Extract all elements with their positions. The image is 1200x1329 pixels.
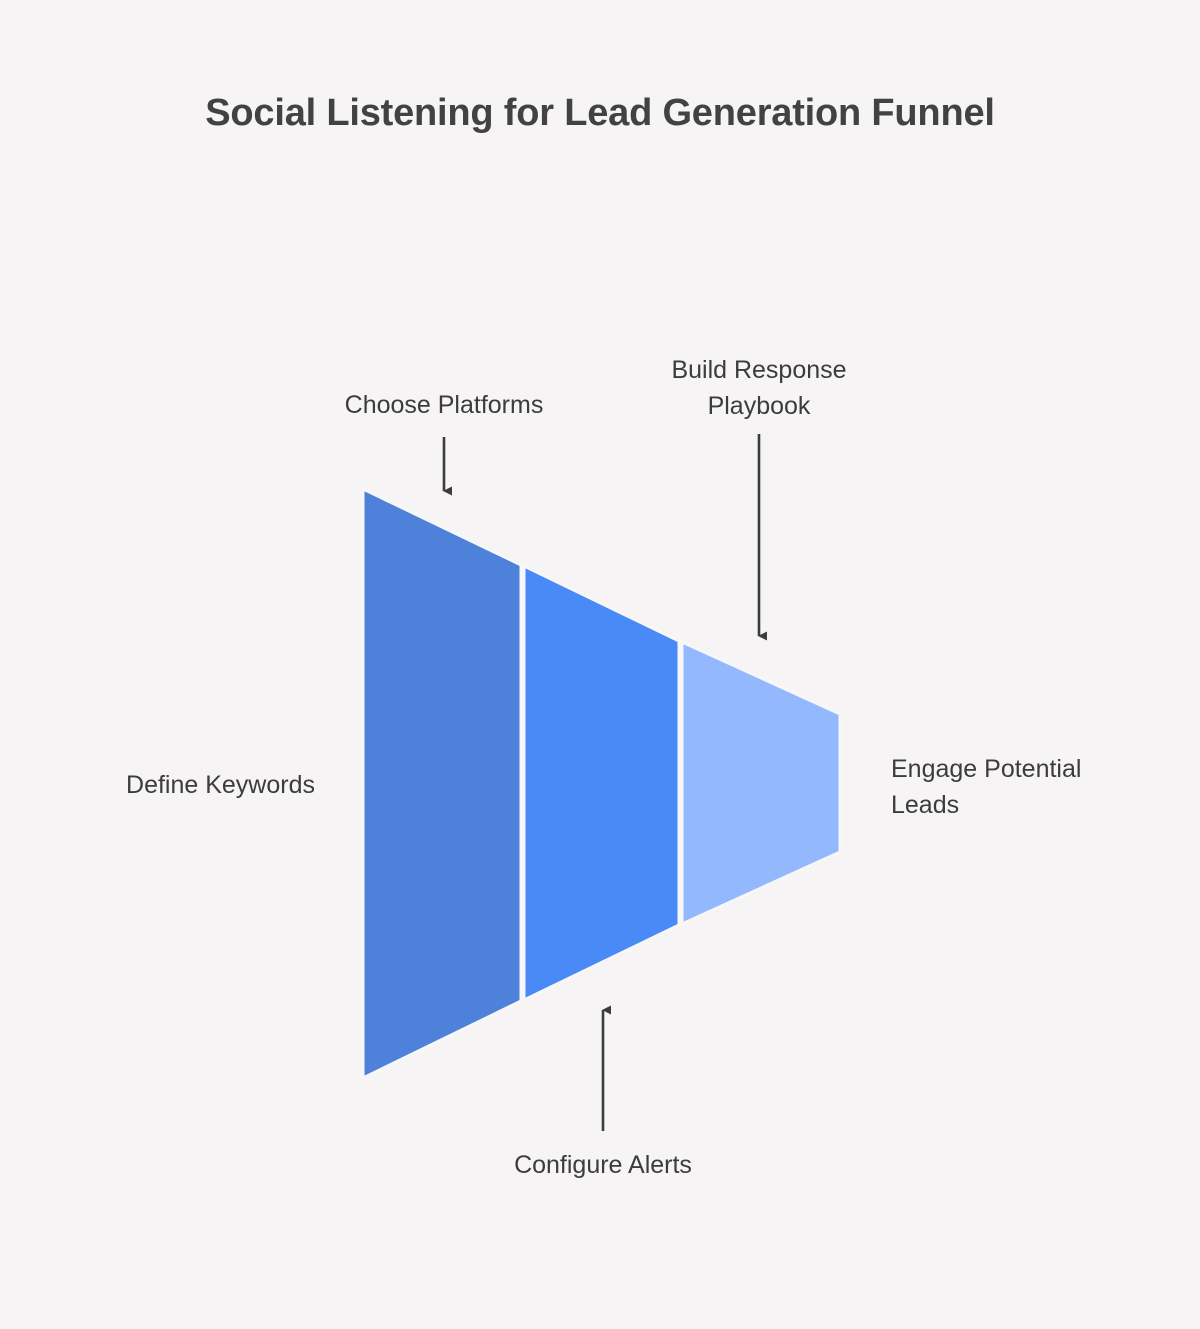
funnel-segment-2 — [522, 563, 681, 1003]
funnel-segment-3 — [680, 639, 842, 927]
funnel-segment-1 — [361, 486, 523, 1081]
page-title: Social Listening for Lead Generation Fun… — [205, 92, 995, 134]
funnel-label-choose-platforms: Choose Platforms — [344, 391, 544, 419]
funnel-label-build-response-playbook: Build Response Playbook — [671, 356, 847, 420]
funnel-label-define-keywords: Define Keywords — [126, 771, 315, 799]
funnel-label-engage-potential-leads: Engage Potential Leads — [891, 755, 1082, 819]
funnel-label-configure-alerts: Configure Alerts — [514, 1151, 692, 1179]
